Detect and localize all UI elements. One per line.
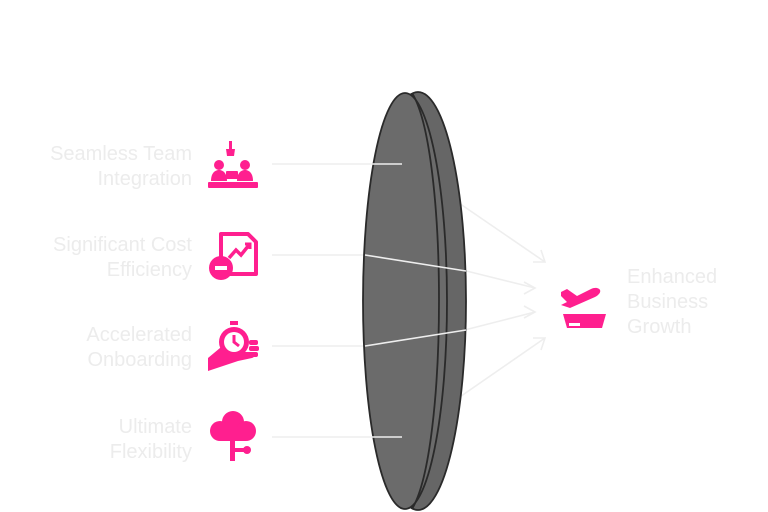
benefit-label-1-line2: Integration bbox=[97, 168, 192, 190]
benefit-label-4: Ultimate Flexibility bbox=[110, 415, 192, 465]
connector-overlay-3 bbox=[364, 329, 467, 347]
outcome-label-line2: Business bbox=[627, 291, 709, 313]
arrowhead-1 bbox=[533, 249, 547, 263]
benefit-label-4-line2: Flexibility bbox=[109, 441, 192, 463]
benefit-label-3-line2: Onboarding bbox=[87, 349, 192, 371]
cloud-network-icon bbox=[210, 411, 256, 461]
benefit-label-3: Accelerated Onboarding bbox=[86, 323, 192, 373]
benefit-label-1-line1: Seamless Team bbox=[50, 143, 192, 165]
lens-front bbox=[362, 92, 448, 510]
outcome-label: Enhanced Business Growth bbox=[627, 265, 717, 340]
cost-reduction-icon bbox=[209, 232, 258, 280]
outcome-label-line3: Growth bbox=[627, 316, 692, 338]
stopwatch-hand-icon bbox=[208, 321, 259, 371]
arrowhead-4 bbox=[533, 337, 547, 351]
connector-overlay-2 bbox=[364, 254, 467, 272]
benefit-label-4-line1: Ultimate bbox=[118, 416, 192, 438]
benefit-label-2-line2: Efficiency bbox=[106, 259, 192, 281]
benefit-label-3-line1: Accelerated bbox=[86, 324, 192, 346]
lens-rim bbox=[411, 92, 440, 510]
connector-overlay bbox=[364, 163, 467, 438]
takeoff-icon bbox=[561, 287, 606, 328]
arrowhead-3 bbox=[523, 305, 537, 319]
team-meeting-icon bbox=[208, 141, 258, 188]
arrowhead-2 bbox=[523, 281, 537, 295]
benefit-label-1: Seamless Team Integration bbox=[50, 142, 192, 192]
lens bbox=[362, 91, 467, 511]
benefit-label-2-line1: Significant Cost bbox=[53, 234, 192, 256]
outcome-label-line1: Enhanced bbox=[627, 266, 718, 288]
benefit-label-2: Significant Cost Efficiency bbox=[53, 233, 192, 283]
